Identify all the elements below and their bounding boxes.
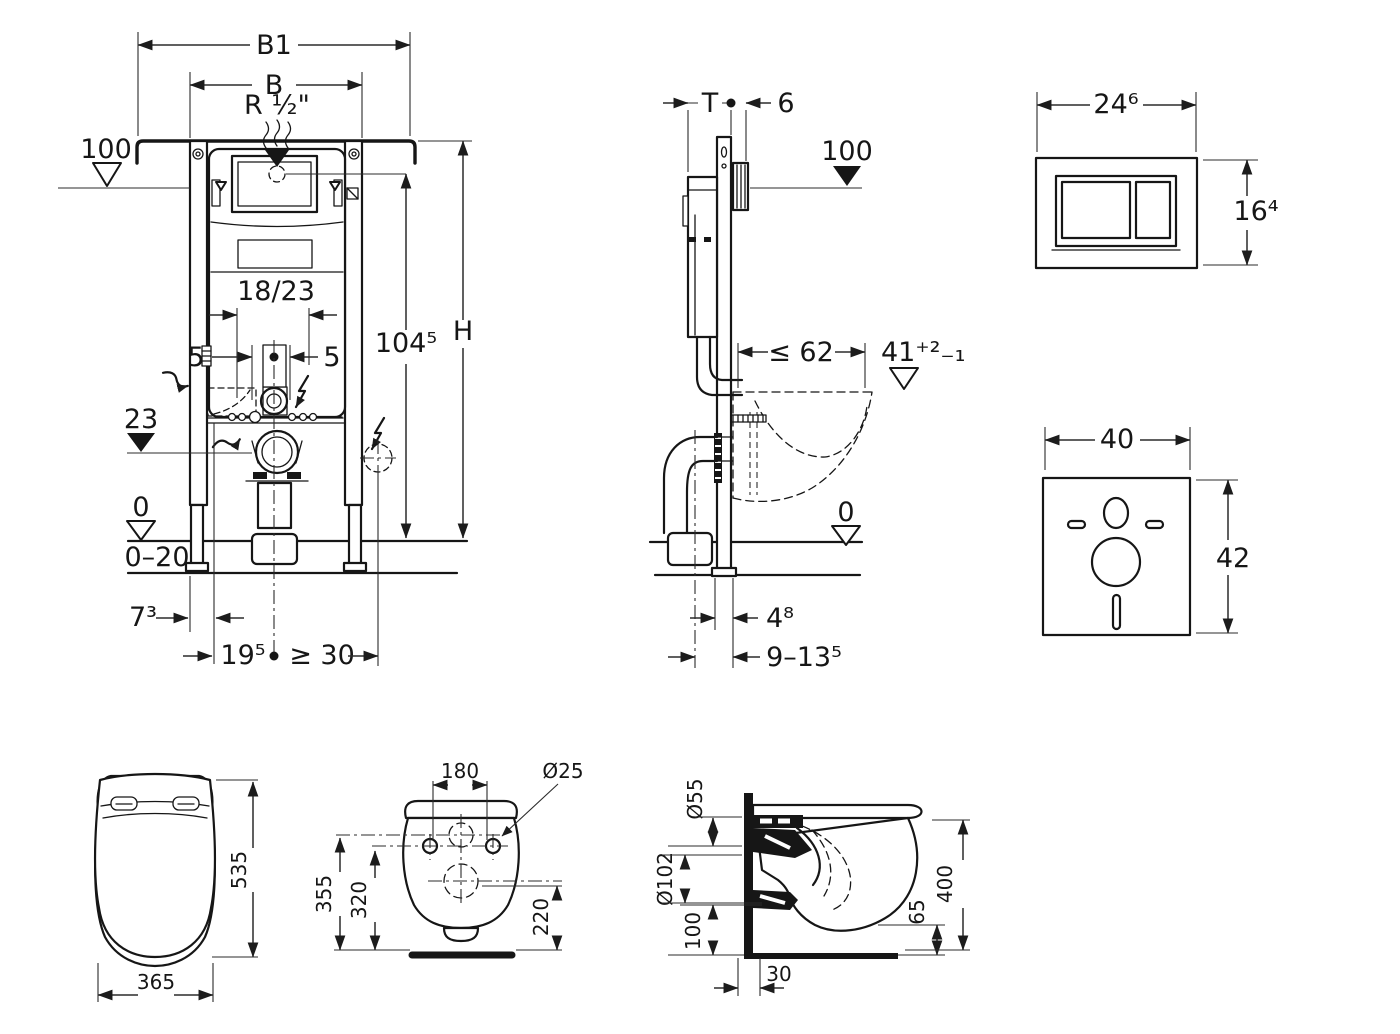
dim-label-b1: B1 [256, 30, 292, 61]
dim-label-h: H [453, 316, 473, 347]
dim-label-hole-spacing: 180 [441, 759, 479, 783]
flush-plate-geometry [1034, 156, 1199, 270]
seat-top-view: 535 365 [93, 772, 259, 1002]
dim-label-7-3: 7³ [129, 602, 157, 633]
flush-plate-view: 24⁶ 16⁴ [1034, 89, 1279, 270]
flush-button-large [1060, 180, 1132, 240]
level-label-0: 0 [132, 492, 149, 523]
dim-label-seat-depth: 535 [227, 851, 251, 889]
dim-label-5-left: 5 [187, 342, 204, 373]
front-dimensions: B1 B R ½" 100 18/23 5 5 [58, 30, 473, 671]
dim-label-clearance: 65 [905, 899, 929, 924]
dim-label-19-5: 19⁵ [220, 640, 265, 671]
dim-label-41: 41⁺²₋₁ [881, 337, 966, 368]
dim-label-outlet-dia: Ø102 [653, 852, 677, 906]
dim-label-max-62: ≤ 62 [768, 337, 834, 368]
sound-pad-view: 40 42 [1041, 424, 1250, 637]
dim-label-6: 6 [777, 88, 794, 119]
flush-plate-dimensions: 24⁶ 16⁴ [1036, 89, 1279, 266]
front-view: B1 B R ½" 100 18/23 5 5 [58, 30, 473, 671]
side-geometry [648, 135, 873, 668]
dim-label-b: B [265, 70, 284, 101]
bowl-rear-view: 180 Ø25 355 320 220 [312, 759, 584, 959]
side-dimensions: T 6 100 ≤ 62 41⁺²₋₁ 0 4⁸ [663, 88, 966, 673]
dim-label-pad-height: 42 [1216, 543, 1250, 574]
dim-label-pad-width: 40 [1100, 424, 1134, 455]
dim-label-hole-dia: Ø25 [542, 759, 583, 783]
sound-pad-geometry [1041, 476, 1192, 637]
dim-label-5-right: 5 [323, 342, 340, 373]
side-level-label-0: 0 [837, 497, 854, 528]
dim-label-t: T [701, 88, 719, 119]
dim-label-9-13-5: 9–13⁵ [766, 642, 842, 673]
dim-label-min-30: ≥ 30 [289, 640, 355, 671]
rear-dimensions: 180 Ø25 355 320 220 [312, 759, 584, 951]
dim-label-plate-height: 16⁴ [1233, 196, 1278, 227]
dim-label-floor-range: 0–20 [124, 542, 189, 573]
dim-label-wall-offset: 30 [766, 962, 791, 986]
dim-label-tank-depth: 18/23 [237, 276, 315, 307]
dim-label-104-5: 104⁵ [375, 328, 437, 359]
dim-label-4-8: 4⁸ [766, 603, 794, 634]
bowl-side-view: Ø55 Ø102 100 30 65 400 [653, 778, 970, 996]
seat-dimensions: 535 365 [97, 779, 259, 1002]
dim-label-r-half: R ½" [244, 90, 310, 121]
dim-label-h-outlet: 220 [529, 898, 553, 936]
profile-geometry [744, 793, 923, 959]
flush-button-small [1134, 180, 1172, 240]
side-view: T 6 100 ≤ 62 41⁺²₋₁ 0 4⁸ [648, 88, 966, 673]
dim-label-rim-height: 400 [933, 865, 957, 903]
rear-geometry [336, 799, 562, 959]
level-label-100: 100 [80, 134, 132, 165]
dim-label-flush-dia: Ø55 [683, 778, 707, 819]
dim-label-plate-width: 24⁶ [1093, 89, 1138, 120]
dim-label-h-holes: 320 [347, 881, 371, 919]
level-label-23: 23 [124, 404, 158, 435]
profile-dimensions: Ø55 Ø102 100 30 65 400 [653, 778, 970, 996]
dim-label-outlet-height: 100 [681, 912, 705, 950]
sound-pad-dimensions: 40 42 [1044, 424, 1250, 634]
dim-label-h-total: 355 [312, 875, 336, 913]
dim-label-seat-width: 365 [137, 970, 175, 994]
front-geometry [126, 139, 469, 575]
side-level-label-100: 100 [821, 136, 873, 167]
seat-geometry [93, 772, 217, 968]
